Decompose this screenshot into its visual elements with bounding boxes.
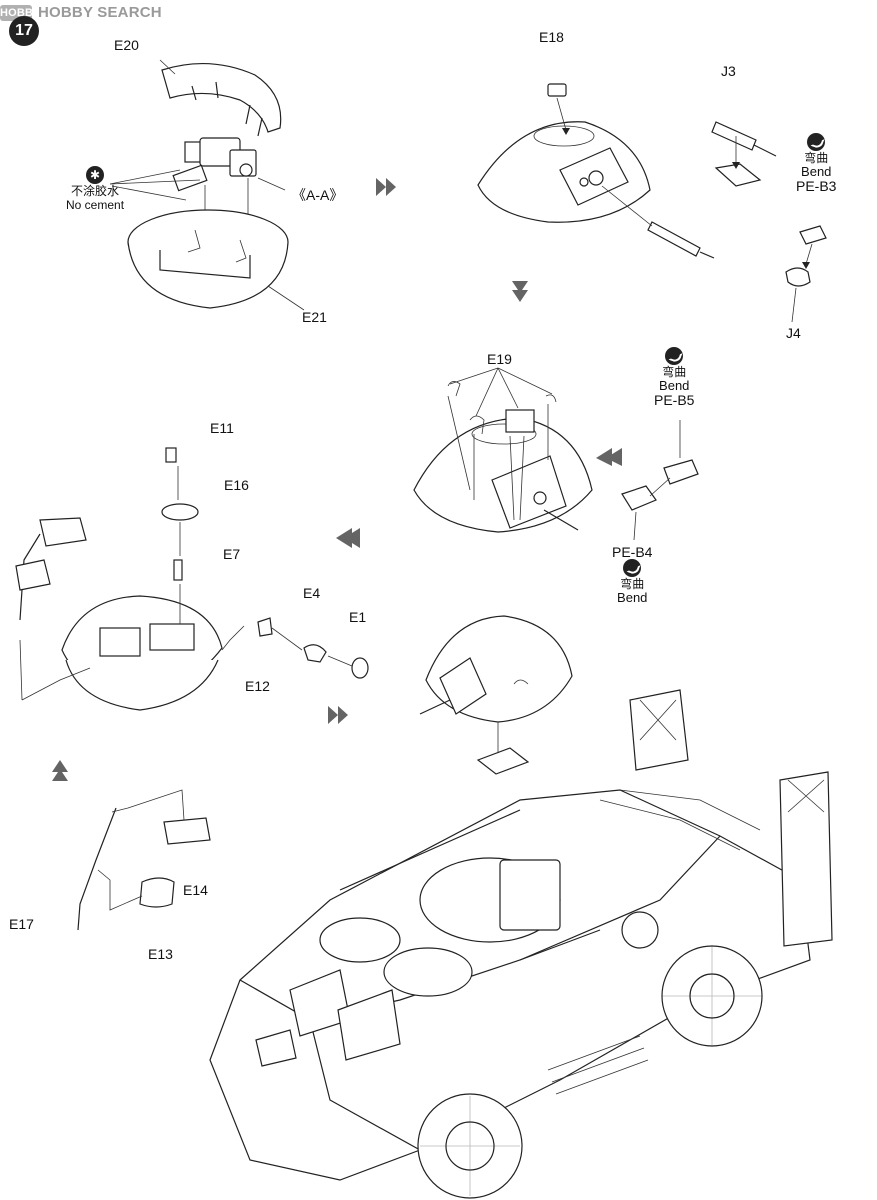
label-e11: E11 [210, 420, 234, 436]
label-e17: E17 [9, 916, 34, 932]
no-cement-icon: ✱ [86, 166, 105, 184]
bend-note-pe-b5: 弯曲 Bend PE-B5 [654, 347, 694, 407]
basket-e21 [127, 209, 289, 309]
label-e20: E20 [114, 37, 139, 53]
flow-arrow-icon [52, 760, 68, 781]
label-e4: E4 [303, 585, 321, 601]
label-e7: E7 [223, 546, 241, 562]
turret-assembled [419, 615, 573, 775]
flow-arrow-icon [376, 178, 396, 196]
no-cement-cn: 不涂胶水 [71, 184, 120, 198]
mirror-parts [77, 789, 211, 931]
turret-cap-e20 [161, 63, 282, 137]
turret-top-right [477, 83, 827, 323]
gun-assembly [172, 137, 257, 273]
label-j4: J4 [786, 325, 801, 341]
bend-note-pe-b3: 弯曲 Bend PE-B3 [796, 133, 836, 193]
bend-icon [807, 133, 826, 151]
flow-arrow-icon [596, 448, 622, 466]
label-e18: E18 [539, 29, 564, 45]
bend-icon [665, 347, 684, 365]
label-e16: E16 [224, 477, 249, 493]
label-e12: E12 [245, 678, 270, 694]
bend-en: Bend [659, 378, 690, 393]
label-e21: E21 [302, 309, 327, 325]
flow-arrow-icon [512, 281, 528, 302]
label-e19: E19 [487, 351, 512, 367]
label-pe-b3: PE-B3 [796, 178, 837, 194]
label-e1: E1 [349, 609, 367, 625]
bend-cn: 弯曲 [804, 151, 829, 165]
watermark-text: HOBBY SEARCH [38, 4, 162, 21]
bend-cn: 弯曲 [620, 577, 645, 591]
bend-cn: 弯曲 [662, 365, 687, 379]
vehicle-hull [209, 689, 833, 1199]
bend-icon [623, 559, 642, 577]
label-pe-b4: PE-B4 [612, 544, 653, 560]
no-cement-en: No cement [66, 198, 125, 212]
no-cement-note: ✱ 不涂胶水 No cement [66, 166, 124, 212]
label-e13: E13 [148, 946, 173, 962]
label-e14: E14 [183, 882, 208, 898]
flow-arrow-icon [328, 706, 348, 724]
turret-middle [413, 367, 699, 541]
label-section-aa: 《A-A》 [292, 187, 344, 203]
label-pe-b5: PE-B5 [654, 392, 695, 408]
label-j3: J3 [721, 63, 736, 79]
bend-note-pe-b4: PE-B4 弯曲 Bend [612, 545, 652, 605]
watermark: HOBBY HOBBY SEARCH [0, 4, 162, 21]
flow-arrow-icon [336, 528, 360, 548]
bend-en: Bend [801, 164, 832, 179]
bend-en: Bend [617, 590, 648, 605]
step-number: 17 [9, 16, 39, 46]
basket-left [15, 447, 369, 711]
